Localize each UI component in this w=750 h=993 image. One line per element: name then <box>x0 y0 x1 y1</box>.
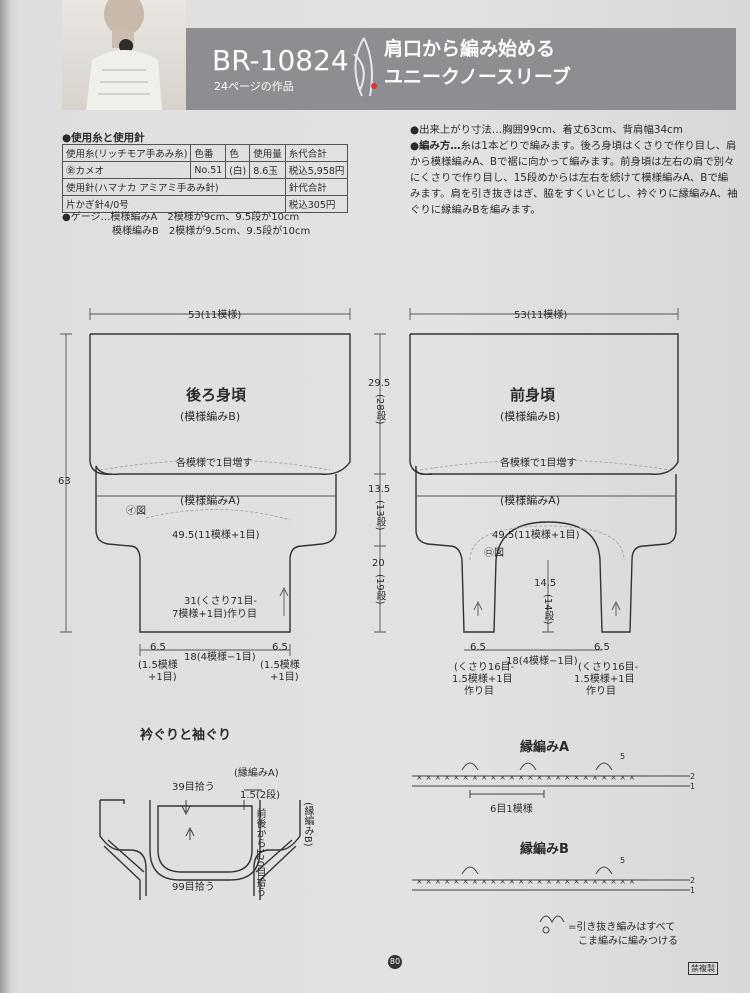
back-right-side-sub1: (1.5模様 <box>260 660 300 671</box>
edging-diagram-title: 衿ぐりと袖ぐり <box>140 728 232 743</box>
front-neck-depth: 14.5 <box>534 578 557 589</box>
front-right-side: 6.5 <box>594 642 610 653</box>
front-neck-rows: (14段) <box>542 594 553 625</box>
back-width: 53(11模様) <box>188 310 242 321</box>
materials-table: 使用糸(リッチモア手あみ糸) 色番 色 使用量 糸代合計 ㊎カメオ No.51 … <box>61 144 349 213</box>
pick-39: 39目拾う <box>172 782 215 793</box>
front-title: 前身頃 <box>510 386 556 404</box>
book-spine <box>0 0 10 993</box>
model-photo <box>62 0 186 110</box>
front-left-side-sub1: (くさり16目- <box>454 662 515 673</box>
instructions: ●出来上がり寸法…胸囲99cm、着丈63cm、背肩幅34cm ●編み方…糸は1本… <box>410 122 738 218</box>
back-figure-ref: ㋑図 <box>126 506 146 517</box>
pattern-code: BR-10824 <box>212 44 349 77</box>
back-increase-note: 各模様で1目増す <box>176 458 253 469</box>
stitch-legend-icon <box>539 915 565 934</box>
dim-h2: 13.5 <box>368 484 391 495</box>
dim-h1: 29.5 <box>368 378 391 389</box>
edging-b-row1: 1 <box>690 886 696 895</box>
back-total-length: 63 <box>58 476 71 487</box>
svg-text:× × × × × × × × × × × × × × ×: × × × × × × × × × × × × × × × × × × × × … <box>416 773 635 782</box>
back-left-side: 6.5 <box>150 642 166 653</box>
ornament-icon <box>353 37 377 97</box>
needle-price: 税込305円 <box>284 195 349 213</box>
edging-b-row2: 2 <box>690 876 696 885</box>
dim-h1-rows: (28段) <box>374 394 385 425</box>
edging-b-label: (縁編みB) <box>302 802 313 847</box>
back-pattern-b: (模様編みB) <box>180 410 241 423</box>
front-increase-note: 各模様で1目増す <box>500 458 577 469</box>
dim-h3-rows: (19段) <box>374 574 385 605</box>
copyright-stamp: 禁複製 <box>688 962 718 975</box>
gauge-line1: ●ゲージ…模様編みA 2模様が9cm、9.5段が10cm <box>62 212 300 223</box>
front-mid-width: 49.5(11模様+1目) <box>492 530 580 541</box>
back-mid-width: 49.5(11模様+1目) <box>172 530 260 541</box>
gauge-line2: 模様編みB 2模様が9.5cm、9.5段が10cm <box>112 226 311 237</box>
dim-h3: 20 <box>372 558 385 569</box>
front-pattern-b: (模様編みB) <box>500 410 561 423</box>
edging-a-row5: 5 <box>620 752 626 761</box>
front-left-side-sub3: 作り目 <box>464 686 494 697</box>
edging-a-row2: 2 <box>690 772 696 781</box>
front-center-width: 18(4模様−1目) <box>506 656 578 667</box>
back-pattern-a: (模様編みA) <box>180 494 241 507</box>
front-figure-ref: ㋺図 <box>484 548 504 559</box>
edging-a-row1: 1 <box>690 782 696 791</box>
front-back-pick-120: 前後から120目拾う <box>254 808 265 898</box>
method-note: ●編み方…糸は1本どりで編みます。後ろ身頃はくさりで作り目し、肩から模様編みA、… <box>410 140 738 216</box>
back-chain-line2: 7模様+1目)作り目 <box>172 609 258 620</box>
edging-b-title: 縁編みB <box>520 842 569 857</box>
front-right-side-sub3: 作り目 <box>586 686 616 697</box>
yarn-price: 税込5,958円 <box>284 161 349 179</box>
front-width: 53(11模様) <box>514 310 568 321</box>
back-title: 後ろ身頃 <box>186 386 247 404</box>
pattern-title-line1: 肩口から編み始める <box>384 38 556 60</box>
edging-a-label: (縁編みA) <box>234 768 279 779</box>
needle-name: 片かぎ針4/0号 <box>62 195 286 213</box>
back-left-side-sub1: (1.5模様 <box>138 660 178 671</box>
legend-line1: =引き抜き編みはすべて <box>568 922 676 933</box>
pick-99: 99目拾う <box>172 882 215 893</box>
edging-width: 1.5(2段) <box>240 790 281 801</box>
dim-h2-rows: (13段) <box>374 500 385 531</box>
back-center-width: 18(4模様−1目) <box>184 652 256 663</box>
pattern-title-line2: ユニークノースリーブ <box>384 66 571 88</box>
back-left-side-sub2: +1目) <box>148 672 177 683</box>
edging-a-title: 縁編みA <box>520 740 570 755</box>
front-right-side-sub2: 1.5模様+1目 <box>574 674 635 685</box>
stitch-marks: × × × × × × × × × × × × × × × × × × × × … <box>416 773 635 886</box>
size-note: ●出来上がり寸法…胸囲99cm、着丈63cm、背肩幅34cm <box>410 124 683 136</box>
svg-text:× × × × × × × × × × × × × × ×: × × × × × × × × × × × × × × × × × × × × … <box>416 877 635 886</box>
page-number: 80 <box>388 955 402 969</box>
back-right-side-sub2: +1目) <box>270 672 299 683</box>
front-left-side-sub2: 1.5模様+1目 <box>452 674 513 685</box>
edging-a-repeat: 6目1模様 <box>490 804 533 815</box>
front-left-side: 6.5 <box>470 642 486 653</box>
title-banner <box>186 28 736 110</box>
legend-line2: こま編みに編みつける <box>578 936 678 947</box>
back-chain-line1: 31(くさり71目- <box>184 596 257 607</box>
edging-b-row5: 5 <box>620 856 626 865</box>
materials-heading: ●使用糸と使用針 <box>62 132 145 144</box>
front-pattern-a: (模様編みA) <box>500 494 561 507</box>
back-right-side: 6.5 <box>272 642 288 653</box>
model-photo-illustration <box>86 0 162 110</box>
front-right-side-sub1: (くさり16目- <box>578 662 639 673</box>
pattern-subtitle: 24ページの作品 <box>214 80 294 93</box>
